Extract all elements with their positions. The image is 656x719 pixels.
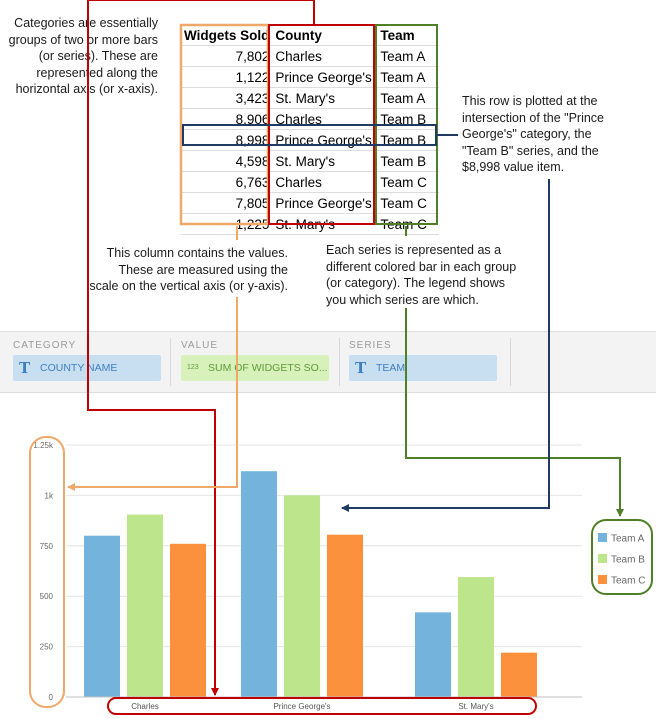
series-note-line: you which series are which. <box>326 292 479 307</box>
categories-note-line: Categories are essentially <box>14 16 158 30</box>
row-note-line: $8,998 value item. <box>462 160 565 174</box>
header-county: County <box>272 25 378 46</box>
cell-widgets: 4,598 <box>181 150 273 172</box>
y-tick-label: 1k <box>45 491 54 500</box>
values-column-note-line: This column contains the values. <box>106 246 288 260</box>
header-widgets-sold: Widgets Sold <box>181 25 273 46</box>
cell-county: Prince George's <box>272 66 378 88</box>
categories-connector <box>87 0 315 696</box>
categories-note: Categories are essentially groups of two… <box>4 15 158 98</box>
bar[interactable] <box>127 514 163 697</box>
x-axis-outline <box>107 697 537 715</box>
well-divider <box>170 338 171 386</box>
x-axis-tick-labels: Charles Prince George's St. Mary's <box>131 702 493 711</box>
row-note-line: This row is plotted at the <box>462 94 598 108</box>
row-note-line: "Team B" series, and the <box>462 143 599 158</box>
cell-county: Prince George's <box>272 192 378 214</box>
values-column-note: This column contains the values. These a… <box>70 245 288 295</box>
cell-widgets: 6,763 <box>181 171 273 193</box>
bar[interactable] <box>458 577 494 697</box>
cell-team: Team A <box>377 66 440 88</box>
cell-county: St. Mary's <box>272 87 378 109</box>
table-header-row: Widgets Sold County Team <box>181 25 440 46</box>
cell-widgets: 7,802 <box>181 45 273 67</box>
legend-label: Team A <box>611 534 645 545</box>
chart-legend[interactable]: Team A Team B Team C <box>598 533 645 587</box>
series-note-line: different colored bar in each group <box>326 259 517 274</box>
x-tick-label: Prince George's <box>273 702 330 711</box>
cell-widgets: 7,805 <box>181 192 273 214</box>
y-axis-tick-labels: 0 250 500 750 1k 1.25k <box>33 441 54 702</box>
row-note: This row is plotted at the intersection … <box>462 93 652 176</box>
value-well-title: VALUE <box>181 340 219 351</box>
bar[interactable] <box>170 543 206 697</box>
well-divider <box>510 338 511 386</box>
well-divider <box>339 338 340 386</box>
cell-county: St. Mary's <box>272 150 378 172</box>
categories-note-line: groups of two or more bars <box>8 32 158 47</box>
categories-note-line: horizontal axis (or x-axis). <box>15 82 158 96</box>
chart-bars <box>84 471 537 697</box>
y-tick-label: 500 <box>40 592 54 601</box>
legend-label: Team C <box>611 576 645 587</box>
bar[interactable] <box>284 495 320 697</box>
categories-note-line: represented along the <box>36 65 158 80</box>
y-tick-label: 250 <box>40 643 54 652</box>
header-team: Team <box>377 25 440 46</box>
series-well: SERIES T TEAM <box>340 332 510 392</box>
category-well-title: CATEGORY <box>13 340 77 351</box>
series-note-line: Each series is represented as a <box>326 243 502 257</box>
y-tick-label: 750 <box>40 542 54 551</box>
bar[interactable] <box>501 652 537 697</box>
text-type-icon: T <box>19 359 31 377</box>
numeric-type-icon: 123 <box>187 364 199 371</box>
cell-county: Charles <box>272 45 378 67</box>
y-axis-outline <box>29 436 65 708</box>
county-name-field-label: COUNTY NAME <box>40 362 118 374</box>
cell-team: Team A <box>377 45 440 67</box>
series-note: Each series is represented as a differen… <box>326 242 556 308</box>
y-tick-label: 0 <box>49 693 54 702</box>
legend-swatch <box>598 554 607 563</box>
cell-widgets: 3,423 <box>181 87 273 109</box>
team-field[interactable]: T TEAM <box>349 355 497 381</box>
team-field-label: TEAM <box>376 362 406 374</box>
x-tick-label: St. Mary's <box>458 702 493 711</box>
bar[interactable] <box>84 535 120 697</box>
row-note-line: George's" category, the <box>462 127 592 141</box>
cell-team: Team C <box>377 192 440 214</box>
cell-county: Charles <box>272 171 378 193</box>
categories-note-line: (or series). These are <box>38 49 158 63</box>
legend-swatch <box>598 533 607 542</box>
bar[interactable] <box>241 471 277 697</box>
legend-label: Team B <box>611 555 645 566</box>
values-column-note-line: These are measured using the <box>118 262 288 277</box>
values-connector <box>68 226 238 487</box>
text-type-icon: T <box>355 359 367 377</box>
cell-team: Team A <box>377 87 440 109</box>
values-column-note-line: scale on the vertical axis (or y-axis). <box>89 279 288 293</box>
bar[interactable] <box>415 612 451 697</box>
series-note-line: (or category). The legend shows <box>326 276 506 290</box>
x-tick-label: Charles <box>131 702 159 711</box>
cell-team: Team B <box>377 150 440 172</box>
bar[interactable] <box>327 534 363 697</box>
series-connector <box>405 226 620 516</box>
cell-widgets: 1,122 <box>181 66 273 88</box>
legend-swatch <box>598 575 607 584</box>
highlighted-row-outline <box>182 124 437 146</box>
row-note-line: intersection of the "Prince <box>462 110 605 125</box>
cell-team: Team C <box>377 171 440 193</box>
series-well-title: SERIES <box>349 340 392 351</box>
row-connector <box>342 134 550 508</box>
y-tick-label: 1.25k <box>33 441 54 450</box>
